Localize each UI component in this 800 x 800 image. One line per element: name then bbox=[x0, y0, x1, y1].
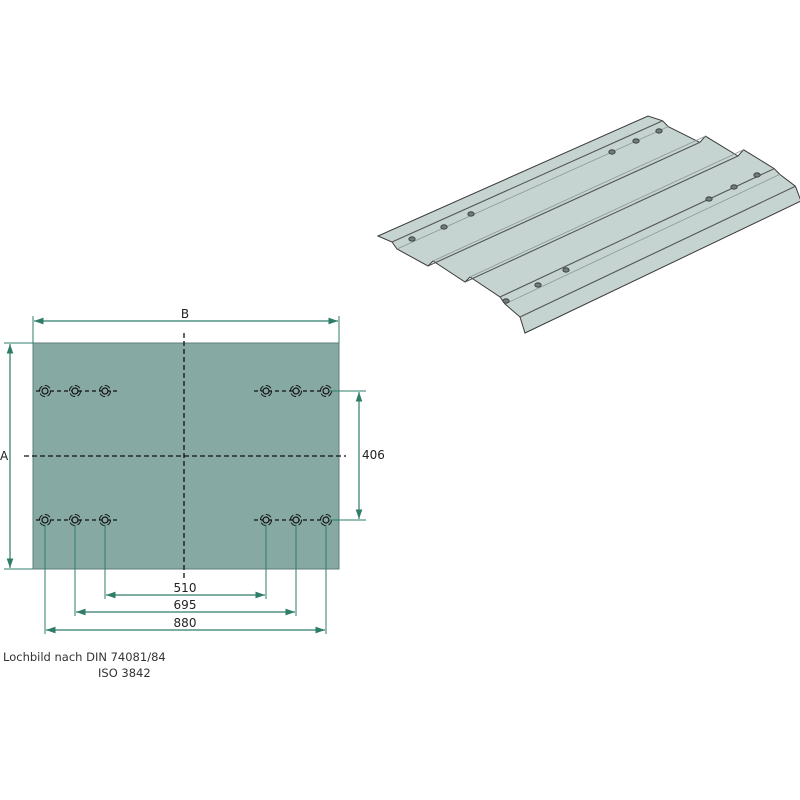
bolt-hole bbox=[322, 516, 330, 524]
sheet-fold-line bbox=[469, 149, 744, 278]
bolt-hole-icon bbox=[39, 385, 51, 397]
sheet-fold-line bbox=[432, 135, 706, 262]
bolt-hole-icon bbox=[99, 385, 111, 397]
bolt-hole bbox=[41, 516, 49, 524]
bolt-hole-icon bbox=[69, 385, 81, 397]
label-406: 406 bbox=[362, 448, 385, 462]
bolt-hole-icon bbox=[290, 385, 302, 397]
bolt-hole-icon bbox=[69, 514, 81, 526]
bolt-hole bbox=[292, 516, 300, 524]
corrugated-sheet-illustration bbox=[376, 115, 800, 334]
sheet-hole bbox=[730, 184, 738, 190]
bolt-hole-icon bbox=[260, 514, 272, 526]
sheet-fold-line bbox=[519, 185, 796, 318]
sheet-hole bbox=[632, 138, 640, 144]
label-695: 695 bbox=[174, 598, 197, 612]
bolt-hole-icon bbox=[290, 514, 302, 526]
bolt-hole bbox=[101, 516, 109, 524]
sheet-fold-line bbox=[504, 174, 780, 305]
bolt-hole bbox=[71, 387, 79, 395]
extension-lines bbox=[4, 316, 366, 634]
bolt-hole bbox=[41, 387, 49, 395]
sheet-hole bbox=[655, 128, 663, 134]
sheet-hole bbox=[502, 298, 510, 304]
bolt-hole bbox=[322, 387, 330, 395]
sheet-hole bbox=[534, 282, 542, 288]
hole-pattern-standard-note: Lochbild nach DIN 74081/84 bbox=[3, 650, 166, 664]
hole-pattern bbox=[36, 385, 332, 526]
label-510: 510 bbox=[174, 581, 197, 595]
bolt-hole bbox=[262, 516, 270, 524]
label-a: A bbox=[0, 449, 9, 463]
bolt-hole bbox=[292, 387, 300, 395]
sheet-hole bbox=[705, 196, 713, 202]
bolt-hole-icon bbox=[99, 514, 111, 526]
sheet-hole bbox=[408, 236, 416, 242]
sheet-fold-line bbox=[499, 168, 775, 298]
label-880: 880 bbox=[174, 616, 197, 630]
sheet-hole bbox=[608, 149, 616, 155]
sheet-fold-line bbox=[391, 120, 663, 243]
bolt-hole-icon bbox=[39, 514, 51, 526]
sheet-fold-line bbox=[464, 155, 739, 283]
sheet-hole bbox=[440, 224, 448, 230]
iso-standard-note: ISO 3842 bbox=[98, 666, 151, 680]
bolt-hole bbox=[101, 387, 109, 395]
label-b: B bbox=[181, 307, 189, 321]
bolt-hole bbox=[71, 516, 79, 524]
sheet-hole bbox=[753, 172, 761, 178]
bolt-hole bbox=[262, 387, 270, 395]
sheet-hole bbox=[562, 267, 570, 273]
sheet-hole bbox=[467, 211, 475, 217]
sheet-fold-line bbox=[427, 141, 701, 267]
bolt-hole-icon bbox=[260, 385, 272, 397]
